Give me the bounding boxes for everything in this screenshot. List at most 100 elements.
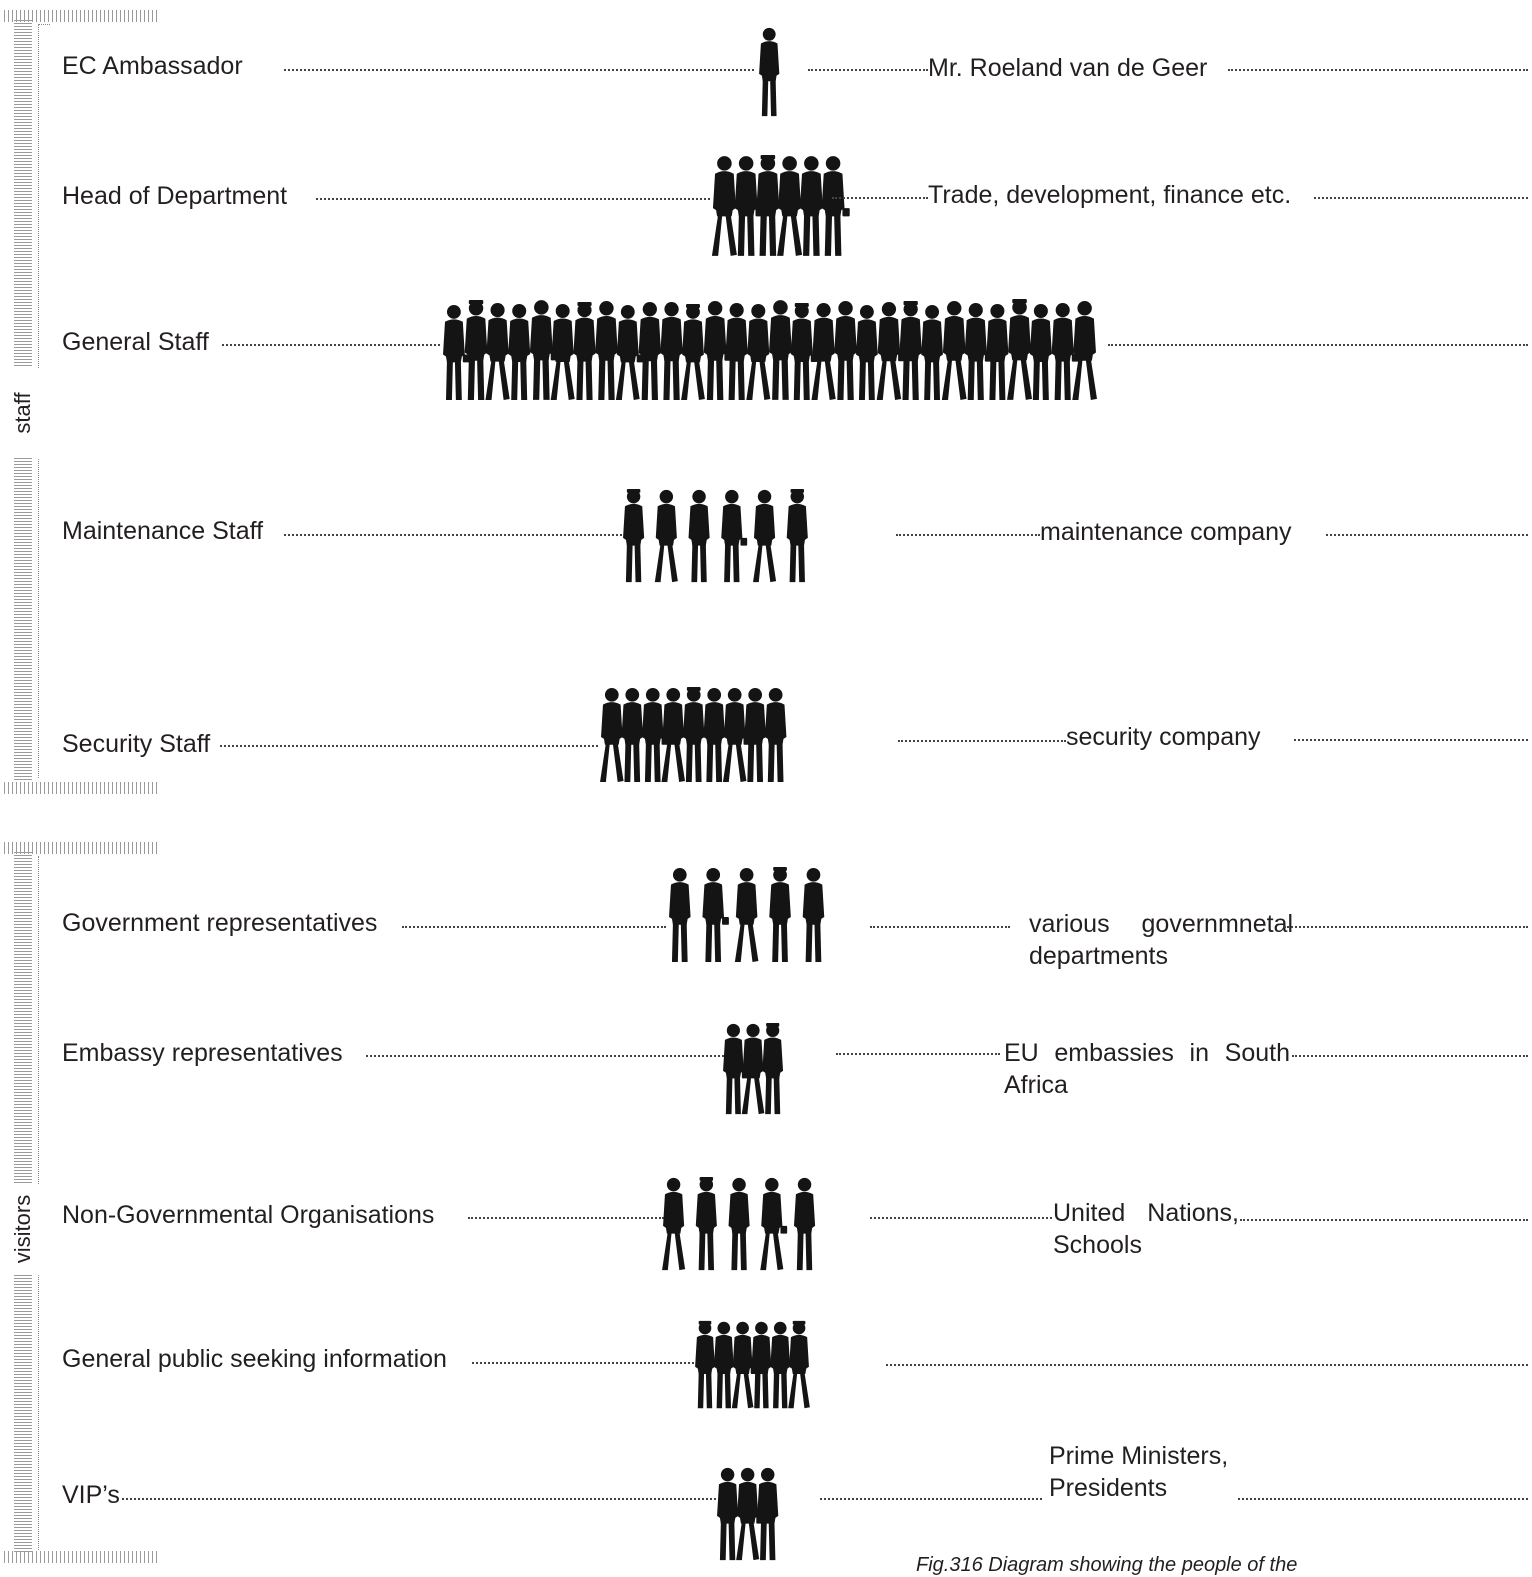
person-silhouette-icon-group xyxy=(662,1174,823,1274)
person-silhouette-icon xyxy=(741,1023,765,1115)
person-silhouette-icon xyxy=(777,156,803,256)
person-silhouette-icon xyxy=(986,304,1009,400)
person-silhouette-icon xyxy=(464,300,488,400)
leader-line xyxy=(870,1217,1052,1219)
person-silhouette-icon xyxy=(621,687,644,783)
person-silhouette-icon xyxy=(600,687,624,783)
leader-line xyxy=(122,1498,716,1500)
person-silhouette-icon xyxy=(615,304,644,401)
person-silhouette-icon xyxy=(641,687,669,783)
person-silhouette-icon xyxy=(711,156,737,256)
person-silhouette-icon xyxy=(695,1320,715,1409)
person-silhouette-icon xyxy=(760,1177,788,1271)
person-silhouette-icon xyxy=(443,299,1098,401)
leader-line xyxy=(220,745,598,747)
leader-line xyxy=(1228,69,1528,71)
person-silhouette-icon xyxy=(722,687,751,783)
person-silhouette-icon xyxy=(758,24,787,120)
visitors-ruler-bottom xyxy=(4,1551,158,1563)
person-silhouette-icon xyxy=(769,866,791,963)
leader-line xyxy=(836,1053,1000,1055)
person-silhouette-icon xyxy=(703,301,732,400)
person-silhouette-icon xyxy=(681,303,705,401)
row-desc-vips: Prime Ministers, Presidents xyxy=(1049,1442,1229,1502)
leader-line xyxy=(898,740,1066,742)
person-silhouette-icon xyxy=(734,156,763,256)
row-desc-security-staff: security company xyxy=(1066,723,1261,751)
person-silhouette-icon xyxy=(751,1321,772,1409)
row-label-vips: VIP’s xyxy=(62,1481,120,1509)
leader-line xyxy=(870,926,1010,928)
person-silhouette-icon xyxy=(1051,303,1079,400)
person-silhouette-icon xyxy=(964,303,992,400)
person-silhouette-icon xyxy=(623,488,645,583)
person-silhouette-icon xyxy=(529,300,558,400)
person-silhouette-icon xyxy=(623,488,808,583)
leader-line xyxy=(316,198,710,200)
person-silhouette-icon xyxy=(746,304,771,400)
row-label-ec-ambassador: EC Ambassador xyxy=(62,52,243,80)
person-silhouette-icon xyxy=(921,304,943,401)
staff-ruler-bottom xyxy=(4,782,158,794)
person-silhouette-icon xyxy=(786,488,808,583)
row-label-government-representatives: Government representatives xyxy=(62,909,378,937)
person-silhouette-icon xyxy=(769,300,792,400)
person-silhouette-icon xyxy=(711,155,850,256)
person-silhouette-icon xyxy=(821,156,850,256)
person-silhouette-icon-crowd xyxy=(442,296,1104,404)
person-silhouette-icon xyxy=(788,1320,810,1409)
leader-line xyxy=(886,1364,1528,1366)
row-desc-government-representatives: various governmnetal departments xyxy=(1029,910,1293,970)
person-silhouette-icon xyxy=(756,155,780,256)
person-silhouette-icon xyxy=(600,686,787,783)
leader-line xyxy=(402,926,666,928)
row-desc-head-of-department: Trade, development, finance etc. xyxy=(928,181,1292,209)
leader-line xyxy=(366,1055,728,1057)
person-silhouette-icon-group xyxy=(722,1020,790,1118)
person-silhouette-icon xyxy=(595,301,618,400)
person-silhouette-icon xyxy=(682,686,705,783)
person-silhouette-icon xyxy=(654,489,678,583)
staff-ruler-top xyxy=(4,10,158,22)
person-silhouette-icon xyxy=(717,1467,739,1561)
leader-line xyxy=(1314,197,1528,199)
person-silhouette-icon xyxy=(790,303,818,400)
person-silhouette-icon xyxy=(723,1022,784,1115)
person-silhouette-icon xyxy=(728,1177,750,1271)
row-desc-ngo: United Nations, Schools xyxy=(1053,1199,1239,1259)
leader-line xyxy=(1326,534,1528,536)
person-silhouette-icon-group xyxy=(668,864,832,966)
visitors-ruler-top xyxy=(4,842,158,854)
person-silhouette-icon xyxy=(573,302,596,400)
person-silhouette-icon xyxy=(660,302,683,400)
person-silhouette-icon xyxy=(899,301,922,400)
person-silhouette-icon xyxy=(695,1176,717,1271)
person-silhouette-icon xyxy=(702,867,729,963)
person-silhouette-icon xyxy=(695,1320,810,1409)
row-label-general-staff: General Staff xyxy=(62,328,209,356)
person-silhouette-icon xyxy=(876,302,906,400)
leader-line xyxy=(1294,739,1528,741)
person-silhouette-icon xyxy=(744,687,766,783)
person-silhouette-icon xyxy=(669,866,825,963)
leader-line xyxy=(1284,926,1528,928)
person-silhouette-icon xyxy=(1007,299,1033,400)
person-silhouette-icon xyxy=(688,489,710,583)
person-silhouette-icon xyxy=(662,1176,816,1271)
leader-line xyxy=(1292,1055,1528,1057)
leader-line xyxy=(896,534,1040,536)
leader-line xyxy=(1238,1498,1528,1500)
person-silhouette-icon xyxy=(725,303,748,400)
row-desc-ec-ambassador: Mr. Roeland van de Geer xyxy=(928,54,1208,82)
person-silhouette-icon xyxy=(508,304,531,400)
person-silhouette-icon xyxy=(661,687,686,783)
person-silhouette-icon-group xyxy=(716,1464,786,1564)
row-label-head-of-department: Head of Department xyxy=(62,182,288,210)
person-silhouette-icon xyxy=(485,303,510,400)
person-silhouette-icon xyxy=(799,156,823,256)
person-silhouette-icon xyxy=(941,301,967,400)
section-label-visitors: visitors xyxy=(4,1184,42,1274)
person-silhouette-icon-group xyxy=(622,486,815,586)
person-silhouette-icon-group xyxy=(600,684,794,786)
